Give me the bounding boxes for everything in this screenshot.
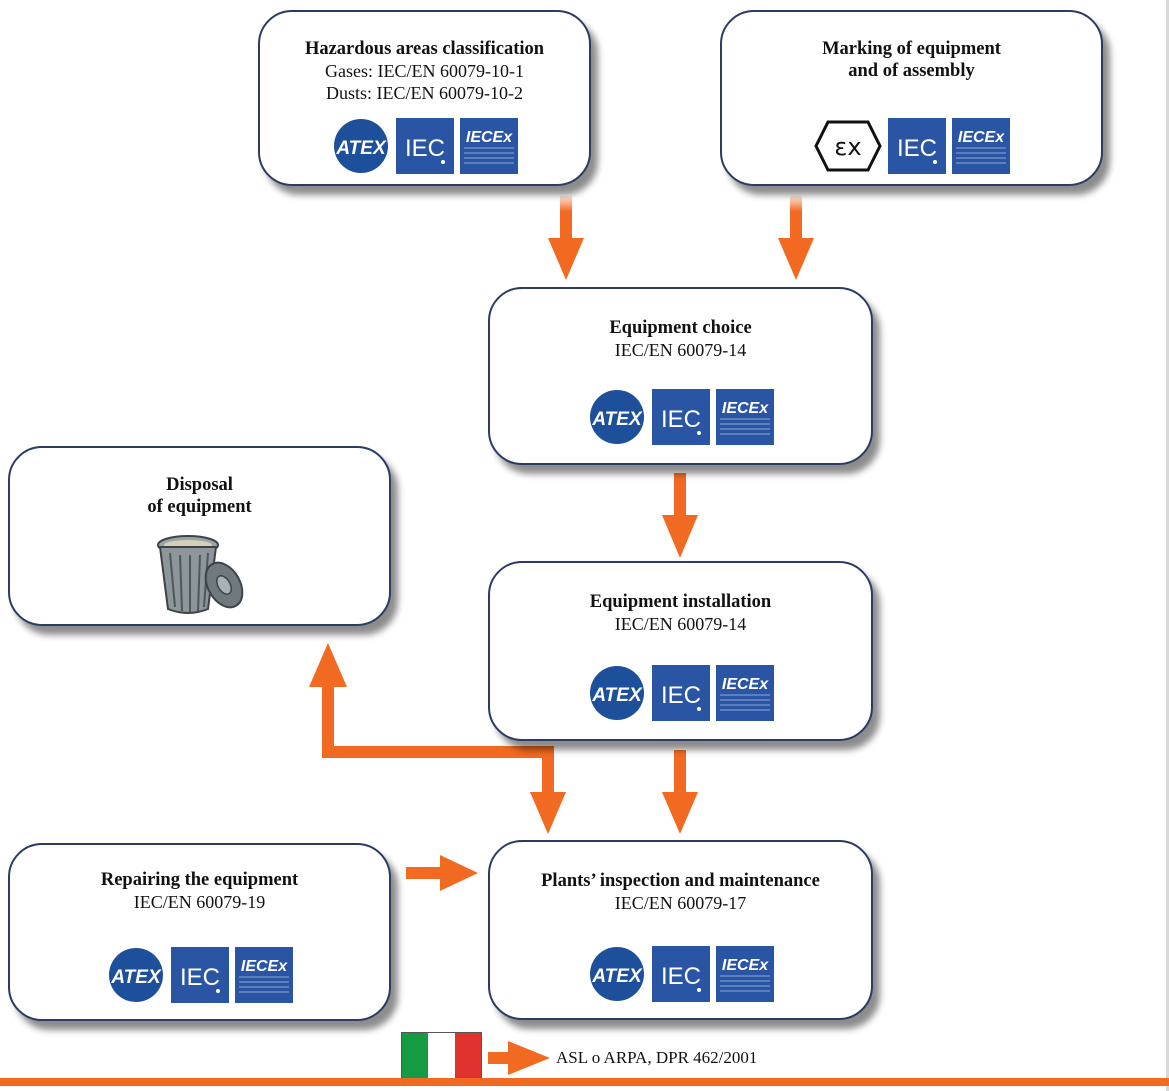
arrow-installation-to-inspection (662, 750, 698, 834)
svg-text:ATEX: ATEX (591, 409, 643, 430)
box-title: Equipment choice (609, 318, 752, 338)
box-title: Hazardous areas classification (304, 39, 545, 59)
svg-text:IECEx: IECEx (721, 957, 768, 974)
box-title: Repairing the equipment (100, 870, 299, 890)
svg-text:IECEx: IECEx (721, 676, 768, 693)
box-standard-dusts: Dusts: IEC/EN 60079-10-2 (326, 83, 523, 103)
svg-text:IEC: IEC (896, 135, 936, 162)
box-equipment-choice: Equipment choice IEC/EN 60079-14 ATEX IE… (488, 287, 873, 465)
box-title: Plants’ inspection and maintenance (541, 871, 820, 891)
arrow-to-disposal (309, 643, 554, 758)
logo-row: ATEX IEC IECEx (10, 947, 389, 1003)
logo-row: ATEX IEC IECEx (490, 665, 871, 721)
atex-logo: ATEX (108, 948, 163, 1002)
box-title-line-2: of equipment (147, 497, 252, 517)
iecex-logo: IECEx (459, 118, 518, 174)
logo-row: ATEX IEC IECEx (260, 118, 589, 174)
box-hazardous-areas-classification: Hazardous areas classification Gases: IE… (258, 10, 591, 186)
svg-text:IEC: IEC (660, 963, 700, 990)
iec-logo: IEC (651, 665, 710, 721)
arrow-marking-to-choice (778, 196, 814, 280)
iec-logo: IEC (170, 947, 229, 1003)
svg-text:IECEx: IECEx (465, 129, 512, 146)
svg-text:ATEX: ATEX (591, 966, 643, 987)
box-repairing-the-equipment: Repairing the equipment IEC/EN 60079-19 … (8, 843, 391, 1021)
arrow-hazard-to-choice (548, 196, 584, 280)
iec-logo: IEC (651, 946, 710, 1002)
atex-logo: ATEX (589, 390, 644, 444)
italian-flag-icon (401, 1032, 482, 1085)
svg-text:IECEx: IECEx (957, 129, 1004, 146)
box-standard: IEC/EN 60079-14 (614, 340, 747, 360)
logo-row: ATEX IEC IECEx (490, 946, 871, 1002)
box-standard: IEC/EN 60079-14 (614, 614, 747, 634)
iec-logo: IEC (651, 389, 710, 445)
trash-can-icon (157, 535, 244, 614)
arrow-choice-to-installation (662, 473, 698, 558)
ex-hexagon-logo: εx (813, 120, 882, 172)
arrow-repair-to-inspection (406, 855, 478, 891)
svg-text:IECEx: IECEx (240, 958, 287, 975)
svg-text:IEC: IEC (404, 135, 444, 162)
atex-logo: ATEX (589, 666, 644, 720)
box-plants-inspection-and-maintenance: Plants’ inspection and maintenance IEC/E… (488, 840, 873, 1020)
iec-logo: IEC (395, 118, 454, 174)
svg-text:IEC: IEC (660, 406, 700, 433)
atex-logo: ATEX (589, 947, 644, 1001)
box-standard: IEC/EN 60079-19 (133, 892, 266, 912)
box-marking-of-equipment: Marking of equipment and of assembly εx … (720, 10, 1103, 186)
logo-row: ATEX IEC IECEx (490, 389, 871, 445)
asl-arpa-reference: ASL o ARPA, DPR 462/2001 (556, 1048, 758, 1067)
iec-logo: IEC (887, 118, 946, 174)
svg-text:IEC: IEC (660, 682, 700, 709)
svg-text:ATEX: ATEX (591, 685, 643, 706)
box-title-line-1: Marking of equipment (822, 39, 1001, 59)
atex-logo: ATEX (333, 119, 388, 173)
iecex-logo: IECEx (234, 947, 293, 1003)
logo-row: εx IEC IECEx (722, 118, 1101, 174)
box-title-line-2: and of assembly (848, 61, 975, 81)
box-equipment-installation: Equipment installation IEC/EN 60079-14 A… (488, 561, 873, 741)
box-standard-gases: Gases: IEC/EN 60079-10-1 (325, 61, 524, 81)
iecex-logo: IECEx (715, 389, 774, 445)
box-standard: IEC/EN 60079-17 (614, 893, 747, 913)
bottom-orange-bar (0, 1078, 1169, 1086)
arrow-junction-to-inspection (530, 746, 566, 834)
iecex-logo: IECEx (715, 946, 774, 1002)
svg-text:IEC: IEC (179, 964, 219, 991)
box-title-line-1: Disposal (166, 475, 233, 495)
svg-text:ATEX: ATEX (110, 967, 162, 988)
svg-text:ATEX: ATEX (335, 138, 387, 159)
iecex-logo: IECEx (715, 665, 774, 721)
iecex-logo: IECEx (951, 118, 1010, 174)
box-title: Equipment installation (589, 592, 772, 612)
svg-text:εx: εx (834, 133, 861, 161)
svg-text:IECEx: IECEx (721, 400, 768, 417)
page-right-edge (1166, 0, 1169, 1091)
